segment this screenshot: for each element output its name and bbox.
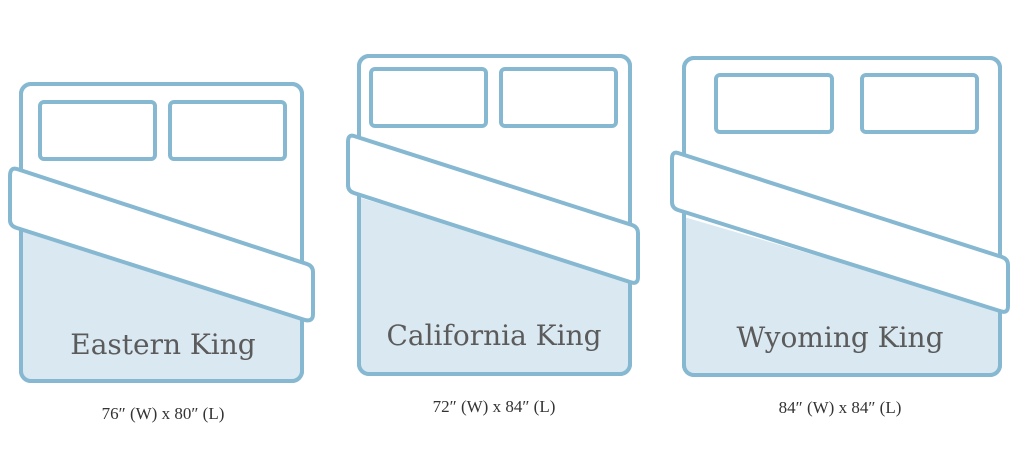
- pillow-right: [860, 73, 979, 134]
- pillow-right: [168, 100, 287, 161]
- bed-dimensions-label: 76″ (W) x 80″ (L): [102, 404, 225, 423]
- folded-sheet-band: [670, 150, 1010, 314]
- pillow-left: [369, 67, 488, 128]
- bed-eastern-king: Eastern King 76″ (W) x 80″ (L): [8, 82, 315, 423]
- bed-wyoming-king: Wyoming King 84″ (W) x 84″ (L): [670, 56, 1010, 417]
- bed-frame-outline: [19, 82, 304, 383]
- bed-cover: [684, 210, 1000, 375]
- bed-name-label: Eastern King: [70, 328, 256, 361]
- folded-sheet-band: [8, 166, 315, 323]
- bed-cover: [359, 192, 630, 374]
- bed-dimensions-label: 84″ (W) x 84″ (L): [779, 398, 902, 417]
- bed-california-king: California King 72″ (W) x 84″ (L): [346, 54, 640, 416]
- bed-frame-outline: [357, 54, 632, 376]
- pillow-left: [714, 73, 834, 134]
- bed-frame-outline: [682, 56, 1002, 377]
- pillow-left: [38, 100, 157, 161]
- bed-name-label: California King: [386, 319, 601, 352]
- bed-name-label: Wyoming King: [736, 321, 943, 354]
- folded-sheet-band: [346, 133, 640, 285]
- bed-cover: [21, 220, 302, 381]
- bed-dimensions-label: 72″ (W) x 84″ (L): [433, 397, 556, 416]
- pillow-right: [499, 67, 618, 128]
